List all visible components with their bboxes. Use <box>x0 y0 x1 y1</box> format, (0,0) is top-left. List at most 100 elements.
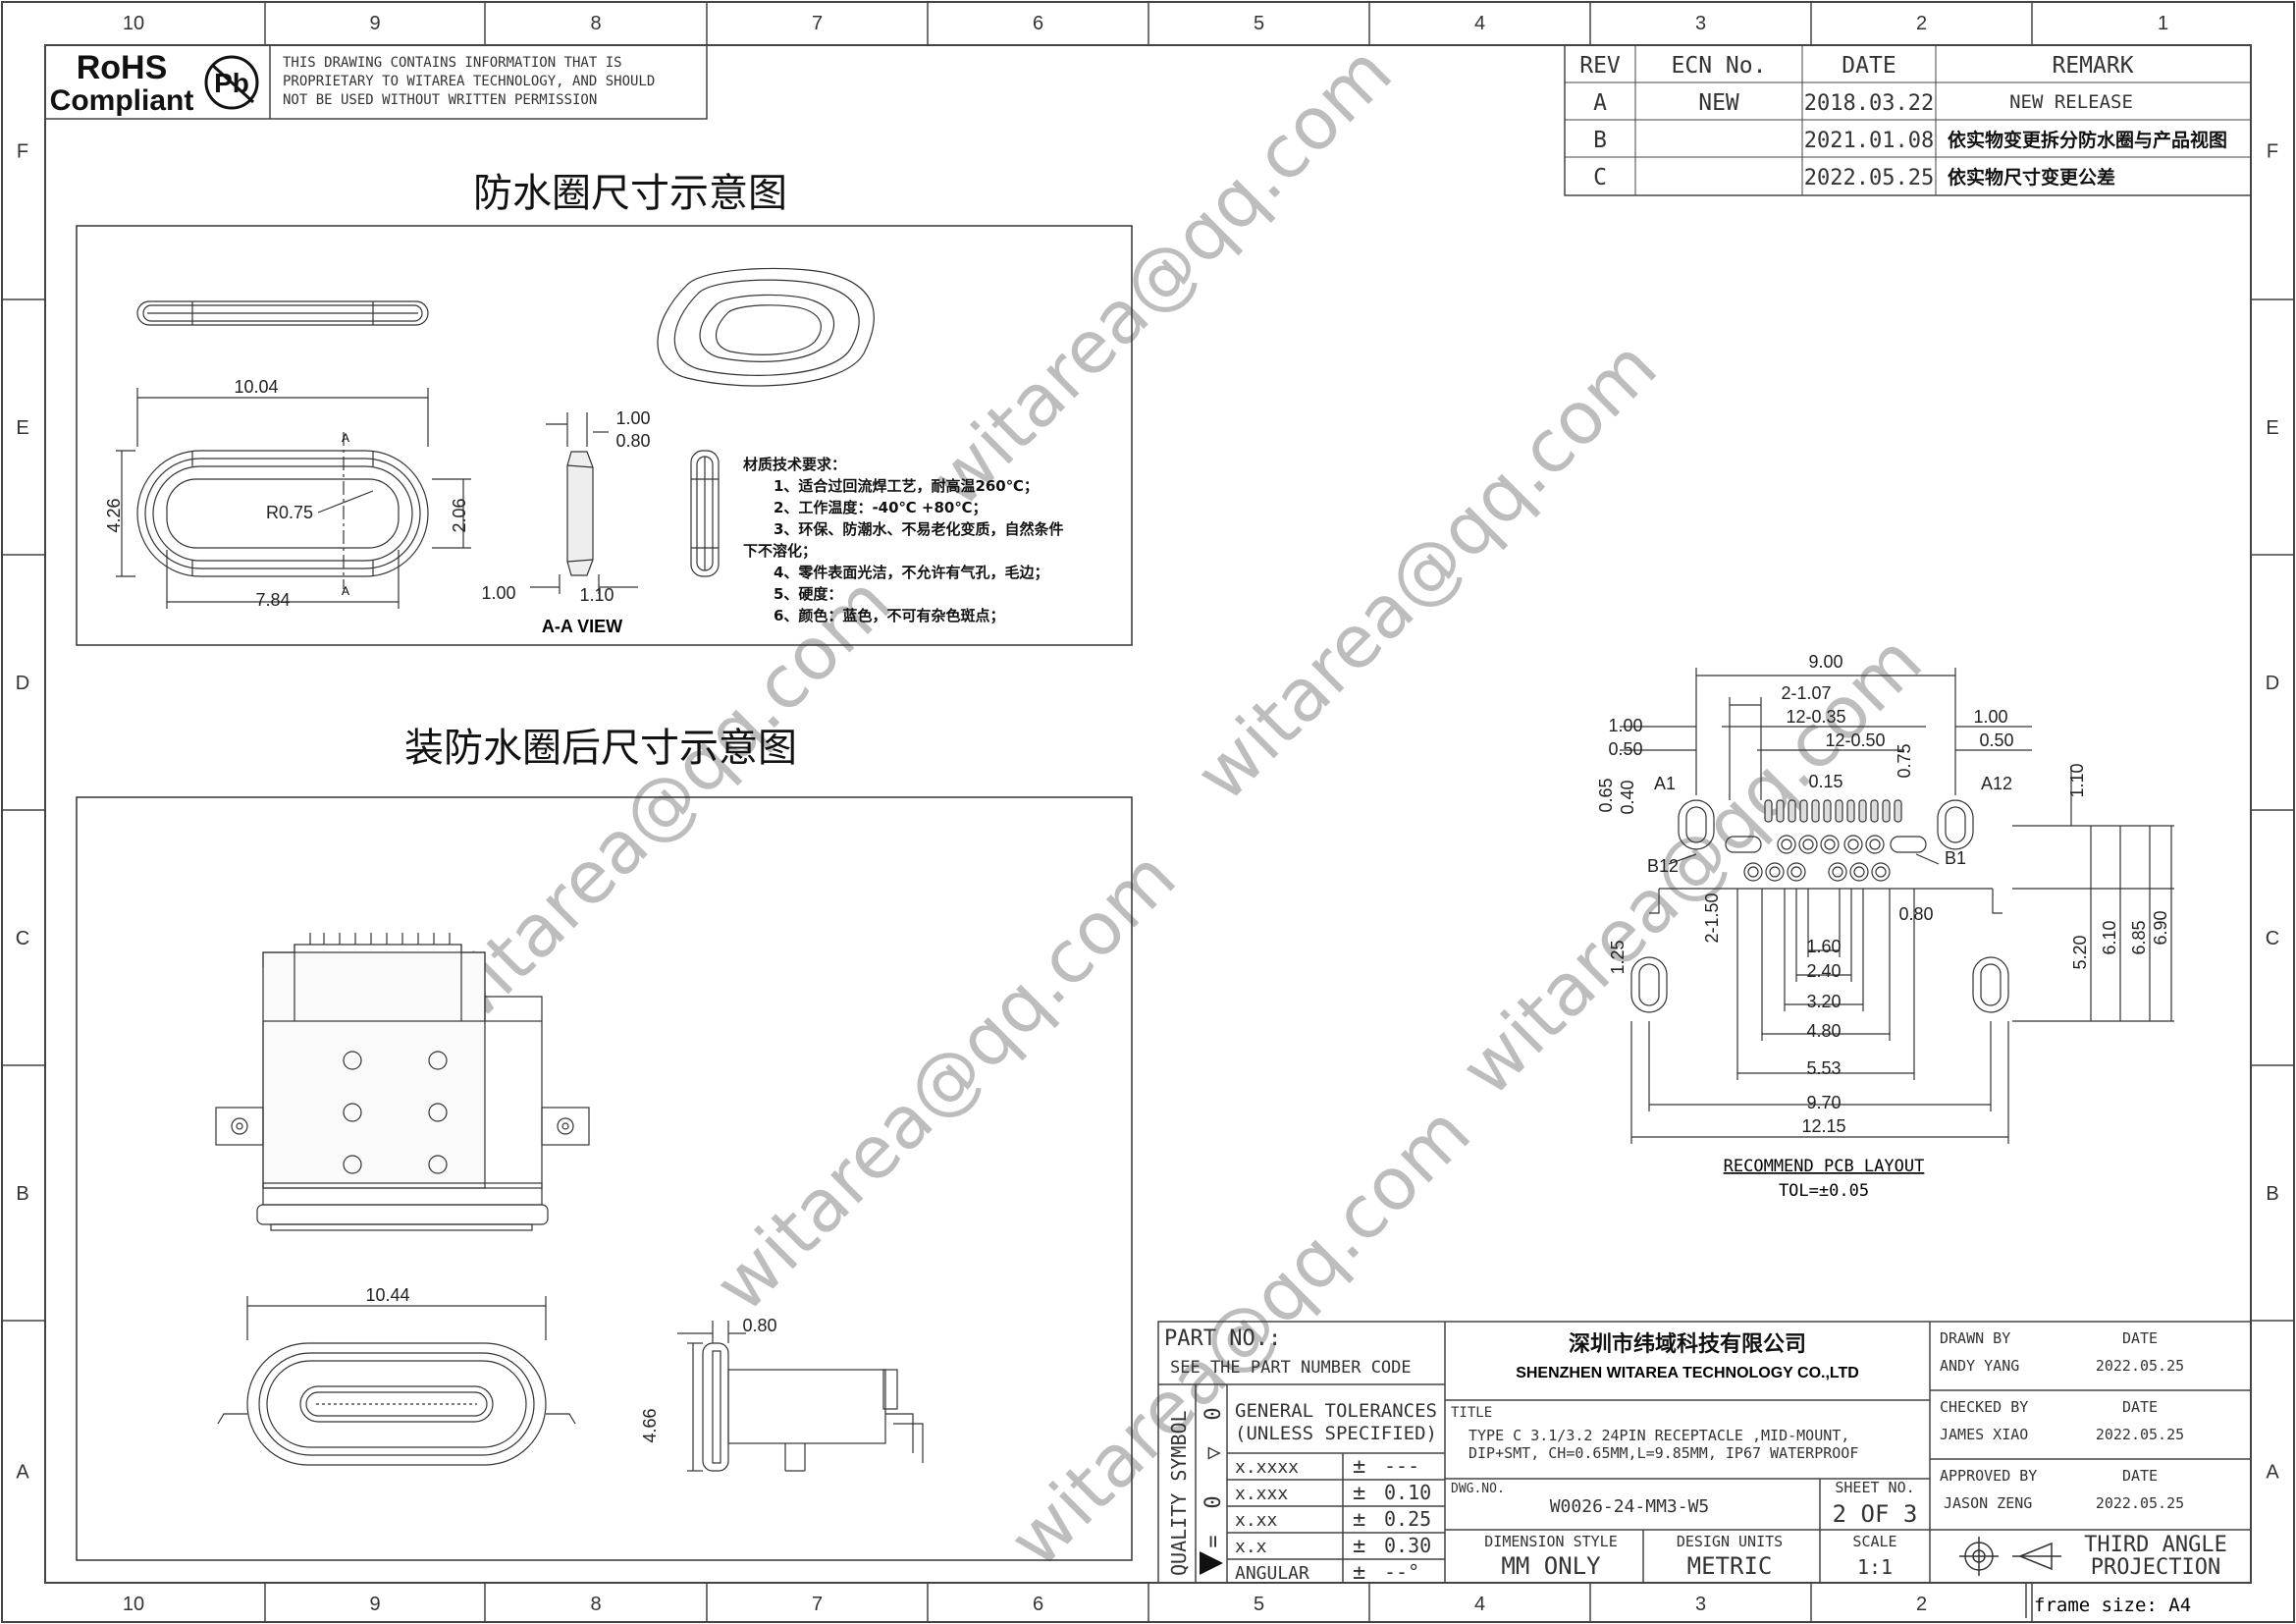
via-drill <box>1869 839 1881 850</box>
dwg-no-label: DWG.NO. <box>1451 1482 1505 1496</box>
zone-row-label: D <box>2266 673 2279 694</box>
dim-3-20: 3.20 <box>1806 992 1841 1011</box>
zone-row-label: B <box>2266 1183 2278 1205</box>
svg-text:0: 0 <box>1201 1407 1226 1420</box>
rev-cell: A <box>1593 90 1607 116</box>
remark-cell: 依实物尺寸变更公差 <box>1948 166 2115 189</box>
assembled-side-view <box>677 1321 924 1472</box>
smt-pad <box>1799 799 1808 823</box>
svg-text:=: = <box>1201 1535 1226 1547</box>
remark-header: REMARK <box>2052 53 2133 79</box>
zone-column-label: 6 <box>1033 13 1043 34</box>
watermark-text: witarea@qq.com <box>915 29 1408 522</box>
watermark-text: witarea@qq.com <box>1180 324 1673 817</box>
zone-column-label: 8 <box>590 1594 601 1615</box>
section1-frame <box>76 225 1133 646</box>
general-tolerances-note: (UNLESS SPECIFIED) <box>1235 1423 1437 1444</box>
zone-row-label: B <box>16 1183 28 1205</box>
ecn-header: ECN No. <box>1672 53 1767 79</box>
dim-0-80: 0.80 <box>1898 904 1933 924</box>
via-hole <box>1798 835 1818 854</box>
zone-column-label: 3 <box>1695 13 1706 34</box>
rev-header: REV <box>1579 53 1621 79</box>
proprietary-notice: THIS DRAWING CONTAINS INFORMATION THAT I… <box>283 55 622 71</box>
material-item: 5、硬度： <box>774 585 842 603</box>
svg-text:0: 0 <box>1201 1495 1226 1508</box>
zone-row-label: E <box>2266 417 2278 439</box>
material-item: 下不溶化； <box>743 542 817 560</box>
dim-0-80: 0.80 <box>615 431 650 451</box>
smt-pad <box>1858 799 1867 823</box>
via-drill <box>1824 839 1836 850</box>
dim-5-53: 5.53 <box>1806 1058 1841 1078</box>
zone-row-label: A <box>16 1462 29 1484</box>
via-drill <box>1847 839 1859 850</box>
dim-9-00: 9.00 <box>1808 652 1842 672</box>
tolerance-rows: x.xxxx±---x.xxx±0.10x.xx±0.25x.x±0.30ANG… <box>1235 1454 1431 1585</box>
zone-column-label: 5 <box>1254 1594 1264 1615</box>
material-item: 4、零件表面光洁，不允许有气孔，毛边； <box>774 564 1048 581</box>
dim-5-20: 5.20 <box>2070 935 2090 969</box>
ring-top-view <box>116 388 471 609</box>
approved-date-label: DATE <box>2122 1467 2158 1485</box>
approved-by-value: JASON ZENG <box>1944 1494 2032 1512</box>
zone-row-label: D <box>16 673 29 694</box>
zone-column-label: 5 <box>1254 13 1264 34</box>
zone-column-label: 4 <box>1474 13 1485 34</box>
part-no-label: PART NO.: <box>1164 1326 1281 1351</box>
dim-0-75: 0.75 <box>1895 743 1914 778</box>
date-cell: 2022.05.25 <box>1804 166 1934 190</box>
svg-text:▽: ▽ <box>1201 1446 1226 1460</box>
dim-1-10: 1.10 <box>2067 763 2087 797</box>
dim-10-44: 10.44 <box>365 1285 409 1305</box>
drawn-date-value: 2022.05.25 <box>2096 1357 2184 1375</box>
tolerance-value: 0.25 <box>1384 1507 1431 1531</box>
tolerance-value: --° <box>1384 1560 1419 1584</box>
via-hole <box>1871 862 1891 882</box>
general-tolerances-label: GENERAL TOLERANCES <box>1235 1400 1437 1422</box>
dim-1-00: 1.00 <box>615 408 650 428</box>
via-hole <box>1865 835 1885 854</box>
zone-column-label: 1 <box>2158 13 2168 34</box>
smt-pad <box>1882 799 1891 823</box>
smt-pad <box>1846 799 1855 823</box>
dim-12-0-35: 12-0.35 <box>1786 707 1845 727</box>
pb-free-icon <box>204 55 259 110</box>
via-hole <box>1828 862 1847 882</box>
via-drill <box>1875 866 1887 878</box>
section2-frame <box>76 796 1133 1561</box>
via-drill <box>1853 866 1865 878</box>
dim-4-80: 4.80 <box>1806 1021 1841 1041</box>
date-header: DATE <box>1842 53 1896 79</box>
assembled-top-view <box>215 933 590 1231</box>
via-drill <box>1747 866 1759 878</box>
pcb-layout-caption: RECOMMEND PCB LAYOUT <box>1724 1157 1925 1176</box>
smt-pad <box>1776 799 1785 823</box>
via-hole <box>1743 862 1763 882</box>
drawn-date-label: DATE <box>2122 1329 2158 1347</box>
tolerance-format: x.x <box>1235 1537 1267 1557</box>
material-item: 6、颜色：蓝色，不可有杂色斑点； <box>774 607 1004 624</box>
pcb-tolerance: TOL=±0.05 <box>1779 1181 1869 1201</box>
checked-by-value: JAMES XIAO <box>1940 1426 2028 1443</box>
dim-1-25: 1.25 <box>1608 940 1628 974</box>
dim-2-06: 2.06 <box>450 498 469 532</box>
dim-6-85: 6.85 <box>2129 920 2149 954</box>
material-requirements: 材质技术要求： 1、适合过回流焊工艺，耐高温260℃； 2、工作温度：-40℃ … <box>743 456 1063 624</box>
smt-pad <box>1788 799 1796 823</box>
pin-label-b12: B12 <box>1647 856 1679 876</box>
dim-12-0-50: 12-0.50 <box>1825 731 1885 750</box>
proprietary-notice: NOT BE USED WITHOUT WRITTEN PERMISSION <box>283 92 597 108</box>
zone-column-label: 2 <box>1916 1594 1927 1615</box>
scale-value: 1:1 <box>1857 1555 1893 1579</box>
zone-row-label: C <box>16 928 29 949</box>
rev-cell: C <box>1593 165 1607 190</box>
dim-9-70: 9.70 <box>1806 1093 1841 1112</box>
dim-12-15: 12.15 <box>1801 1116 1845 1136</box>
via-drill <box>1790 866 1802 878</box>
drawn-by-label: DRAWN BY <box>1940 1329 2010 1347</box>
section-marker-a: A <box>342 431 349 445</box>
remark-cell: NEW RELEASE <box>2009 91 2133 113</box>
via-drill <box>1832 866 1843 878</box>
plus-minus-icon: ± <box>1353 1481 1365 1505</box>
